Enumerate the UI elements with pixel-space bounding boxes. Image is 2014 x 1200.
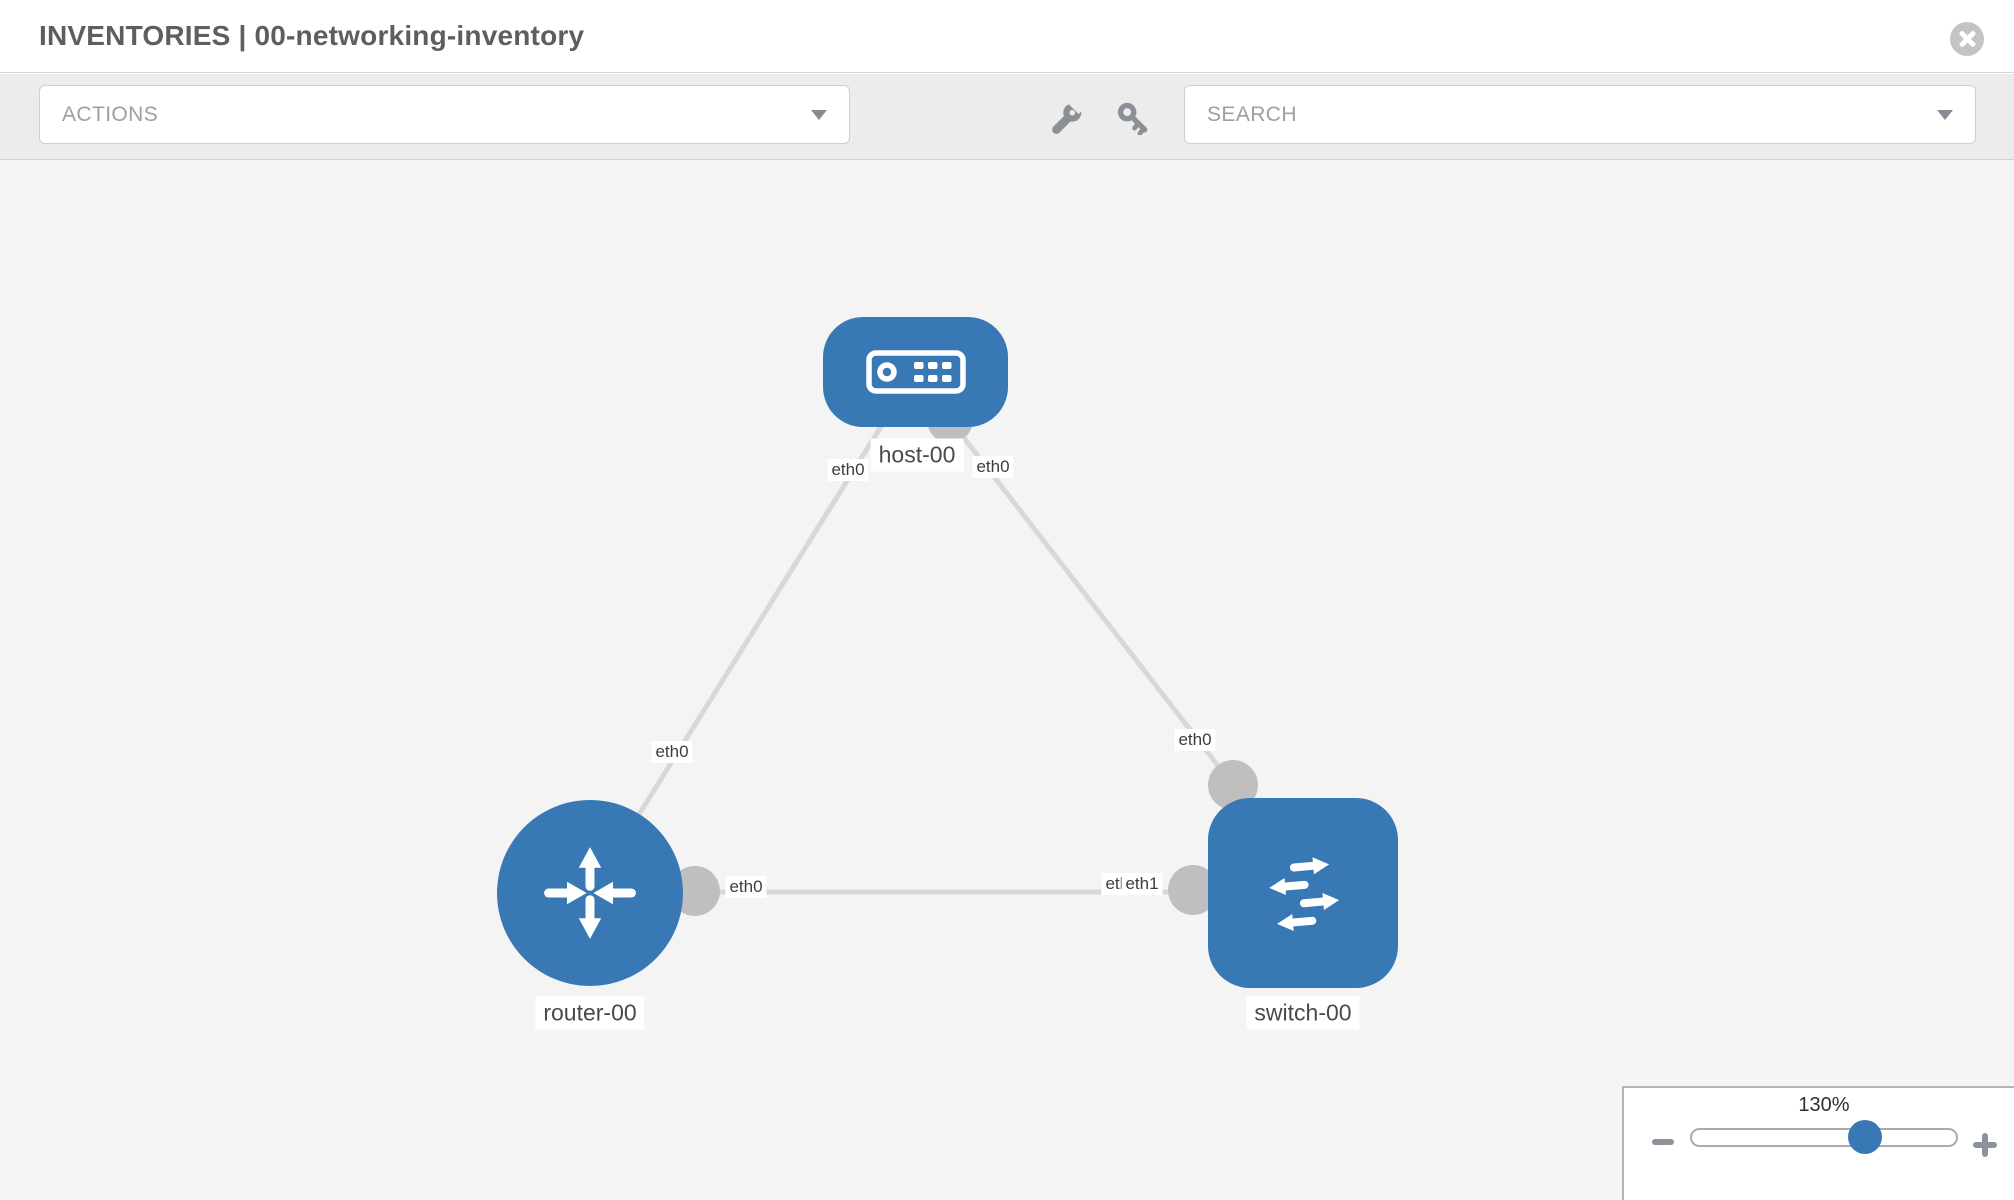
topology-canvas[interactable]: eth0 eth0 eth0 eth0 eth0 eth0 eth1 host-… [0,160,2014,1200]
zoom-slider[interactable] [1690,1120,1958,1154]
wrench-icon[interactable] [1050,101,1084,135]
chevron-down-icon [1937,109,1953,120]
interface-label: eth0 [1174,729,1216,751]
server-icon [865,350,966,394]
search-input[interactable] [1185,86,1937,143]
link-host-router[interactable] [587,370,918,895]
actions-dropdown[interactable]: ACTIONS [39,85,850,144]
topology-links-layer [587,370,1303,916]
zoom-slider-thumb[interactable] [1848,1120,1882,1154]
actions-dropdown-label: ACTIONS [62,102,159,126]
node-switch-00[interactable] [1208,798,1398,988]
zoom-out-button[interactable] [1652,1139,1674,1145]
interface-endpoint [670,866,720,916]
interface-label: eth0 [827,459,869,481]
node-host-00[interactable] [823,317,1008,427]
search-box [1184,85,1976,144]
switch-icon [1269,857,1340,932]
key-icon[interactable] [1116,101,1150,135]
interface-label: eth0 [651,741,693,763]
chevron-down-icon [811,109,827,120]
toolbar: ACTIONS [0,74,2014,160]
zoom-panel: 130% [1622,1086,2014,1200]
interface-endpoint [1168,865,1218,915]
zoom-level: 130% [1798,1094,1850,1116]
close-icon [1958,30,1976,48]
close-button[interactable] [1950,22,1984,56]
page-title: INVENTORIES | 00-networking-inventory [39,20,585,51]
node-label-router[interactable]: router-00 [535,996,645,1030]
router-icon [544,847,636,939]
node-label-switch[interactable]: switch-00 [1246,996,1360,1030]
node-label-host[interactable]: host-00 [870,438,964,472]
interface-endpoint [1208,760,1258,810]
node-router-00[interactable] [497,800,683,986]
header: INVENTORIES | 00-networking-inventory [0,0,2014,73]
interface-label: eth1 [1121,873,1163,895]
zoom-in-button[interactable] [1973,1133,1997,1157]
interface-label: eth0 [725,876,767,898]
interface-label: eth0 [972,456,1014,478]
